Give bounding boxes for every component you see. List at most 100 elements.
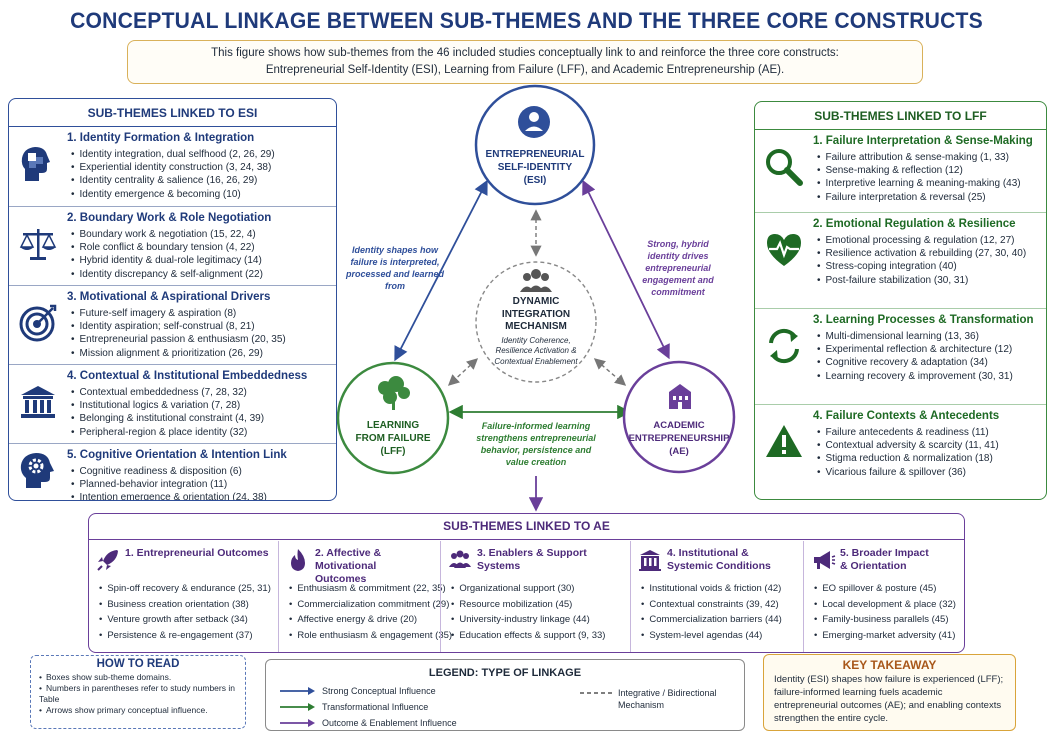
- list-item: Hybrid identity & dual-role legitimacy (…: [71, 254, 263, 267]
- list-item: Failure interpretation & reversal (25): [817, 191, 1021, 204]
- lff-section-4: 4. Failure Contexts & Antecedents Failur…: [755, 404, 1046, 499]
- list-item: Contextual adversity & scarcity (11, 41): [817, 439, 999, 452]
- list-item: Interpretive learning & meaning-making (…: [817, 177, 1021, 190]
- esi-circle: [474, 84, 596, 206]
- intro-line-2: Entrepreneurial Self-Identity (ESI), Lea…: [265, 64, 785, 76]
- list-item: Sense-making & reflection (12): [817, 164, 1021, 177]
- list-item: Spin-off recovery & endurance (25, 31): [99, 581, 271, 597]
- annotation-esi-to-ae: Strong, hybrid identity drives entrepren…: [626, 238, 730, 298]
- list-item: University-industry linkage (44): [451, 612, 605, 628]
- list-item: Contextual embeddedness (7, 28, 32): [71, 386, 264, 399]
- annotation-line: value creation: [505, 457, 567, 467]
- list-item: System-level agendas (44): [641, 628, 782, 644]
- ae-column-4: 4. Institutional & Systemic Conditions I…: [630, 541, 803, 652]
- esi-section-4: 4. Contextual & Institutional Embeddedne…: [9, 364, 336, 443]
- mechanism-sub: Identity Coherence, Resilience Activatio…: [486, 336, 586, 368]
- ae-label-line: ACADEMIC: [653, 420, 705, 431]
- list-item: EO spillover & posture (45): [814, 581, 956, 597]
- ae-label-line: (AE): [669, 446, 689, 457]
- key-takeaway-box: KEY TAKEAWAY Identity (ESI) shapes how f…: [763, 654, 1016, 731]
- annotation-line: Identity shapes how: [351, 245, 438, 255]
- list-item: Commercialization barriers (44): [641, 612, 782, 628]
- esi-panel-heading: SUB-THEMES LINKED TO ESI: [9, 99, 336, 127]
- heart-pulse-icon: [767, 234, 801, 266]
- esi-section-2: 2. Boundary Work & Role Negotiation Boun…: [9, 206, 336, 285]
- list-item: Future-self imagery & aspiration (8): [71, 307, 286, 320]
- list-item: Enthusiasm & commitment (22, 35): [289, 581, 452, 597]
- mechanism-label-line: INTEGRATION: [501, 308, 571, 320]
- ae-panel-heading: SUB-THEMES LINKED TO AE: [443, 519, 610, 533]
- mechanism-lff-dashed: [447, 358, 479, 386]
- list-item: Persistence & re-engagement (37): [99, 628, 271, 644]
- mechanism-sub-line: Contextual Enablement: [494, 356, 578, 366]
- list-item: Commercialization commitment (29): [289, 597, 452, 613]
- list-item: Contextual constraints (39, 42): [641, 597, 782, 613]
- how-to-read-box: HOW TO READ Boxes show sub-theme domains…: [30, 655, 246, 729]
- list-item: Post-failure stabilization (30, 31): [817, 274, 1026, 287]
- balance-scale-icon: [19, 229, 57, 260]
- lff-panel-heading: SUB-THEMES LINKED TO LFF: [755, 102, 1046, 130]
- esi-section-title: 1. Identity Formation & Integration: [67, 132, 255, 144]
- list-item: Resilience activation & rebuilding (27, …: [817, 247, 1027, 260]
- ae-column-title: 4. Institutional & Systemic Conditions: [667, 547, 797, 573]
- lff-subthemes-panel: SUB-THEMES LINKED TO LFF 1. Failure Inte…: [754, 101, 1047, 500]
- person-badge-icon: [518, 106, 550, 138]
- list-item: Education effects & support (9, 33): [451, 628, 605, 644]
- list-item: Organizational support (30): [451, 581, 605, 597]
- list-item: Venture growth after setback (34): [99, 612, 271, 628]
- lff-label-line: FROM FAILURE: [355, 433, 431, 444]
- annotation-line: failure is interpreted,: [350, 257, 440, 267]
- annotation-lff-to-ae: Failure-informed learning strengthens en…: [466, 420, 606, 468]
- lff-circle: [336, 361, 450, 475]
- list-item: Role enthusiasm & engagement (35): [289, 628, 452, 644]
- head-gear-icon: [20, 453, 54, 488]
- lff-label-line: LEARNING: [366, 420, 420, 431]
- building-icon: [639, 550, 661, 571]
- lff-section-title: 1. Failure Interpretation & Sense-Making: [813, 135, 1033, 147]
- esi-section-title: 2. Boundary Work & Role Negotiation: [67, 212, 272, 224]
- legend-outcome: Outcome & Enablement Influence: [322, 718, 457, 728]
- list-item: Peripheral-region & place identity (32): [71, 426, 264, 439]
- list-item: Experimental reflection & architecture (…: [817, 343, 1013, 356]
- lff-label-line: (LFF): [380, 446, 406, 457]
- list-item: Entrepreneurial passion & enthusiasm (20…: [71, 333, 286, 346]
- how-to-read-heading: HOW TO READ: [96, 658, 180, 670]
- esi-section-5: 5. Cognitive Orientation & Intention Lin…: [9, 443, 336, 500]
- dynamic-mechanism-circle: [475, 261, 597, 383]
- ae-column-title: 3. Enablers & Support Systems: [477, 547, 587, 572]
- ae-circle-label: ACADEMIC ENTREPRENEURSHIP (AE): [626, 419, 732, 458]
- people-group-icon: [449, 550, 471, 568]
- lff-section-title: 2. Emotional Regulation & Resilience: [813, 218, 1016, 230]
- annotation-line: processed and learned: [345, 269, 445, 279]
- lff-section-title: 4. Failure Contexts & Antecedents: [813, 410, 1000, 422]
- list-item: Affective energy & drive (20): [289, 612, 452, 628]
- ae-circle: [622, 360, 736, 474]
- list-item: Emotional processing & regulation (12, 2…: [817, 234, 1026, 247]
- legend-strong: Strong Conceptual Influence: [322, 686, 436, 696]
- list-item: Institutional voids & friction (42): [641, 581, 782, 597]
- list-item: Identity emergence & becoming (10): [71, 188, 275, 201]
- mechanism-sub-line: Resilience Activation &: [495, 346, 577, 355]
- mechanism-sub-line: Identity Coherence,: [501, 335, 571, 345]
- megaphone-icon: [814, 551, 836, 569]
- legend-integrative-line: Mechanism: [618, 700, 665, 710]
- list-item: Arrows show primary conceptual influence…: [39, 705, 245, 716]
- list-item: Business creation orientation (38): [99, 597, 271, 613]
- ae-column-title-text: 4. Institutional & Systemic Conditions: [667, 547, 771, 572]
- warning-icon: [766, 425, 802, 457]
- list-item: Planned-behavior integration (11): [71, 478, 267, 491]
- list-item: Intention emergence & orientation (24, 3…: [71, 491, 267, 500]
- list-item: Identity aspiration; self-construal (8, …: [71, 320, 286, 333]
- legend-transformational: Transformational Influence: [322, 702, 429, 712]
- list-item: Failure attribution & sense-making (1, 3…: [817, 151, 1021, 164]
- ae-column-title: 5. Broader Impact & Orientation: [840, 547, 935, 573]
- ae-divider: [89, 539, 964, 540]
- takeaway-text: Identity (ESI) shapes how failure is exp…: [774, 674, 1004, 724]
- annotation-line: engagement and: [642, 275, 714, 285]
- esi-section-title: 4. Contextual & Institutional Embeddedne…: [67, 370, 308, 382]
- mechanism-label-line: DYNAMIC: [512, 296, 560, 307]
- annotation-esi-to-lff: Identity shapes how failure is interpret…: [340, 244, 450, 292]
- list-item: Emerging-market adversity (41): [814, 628, 956, 644]
- intro-line-1: This figure shows how sub-themes from th…: [211, 47, 839, 59]
